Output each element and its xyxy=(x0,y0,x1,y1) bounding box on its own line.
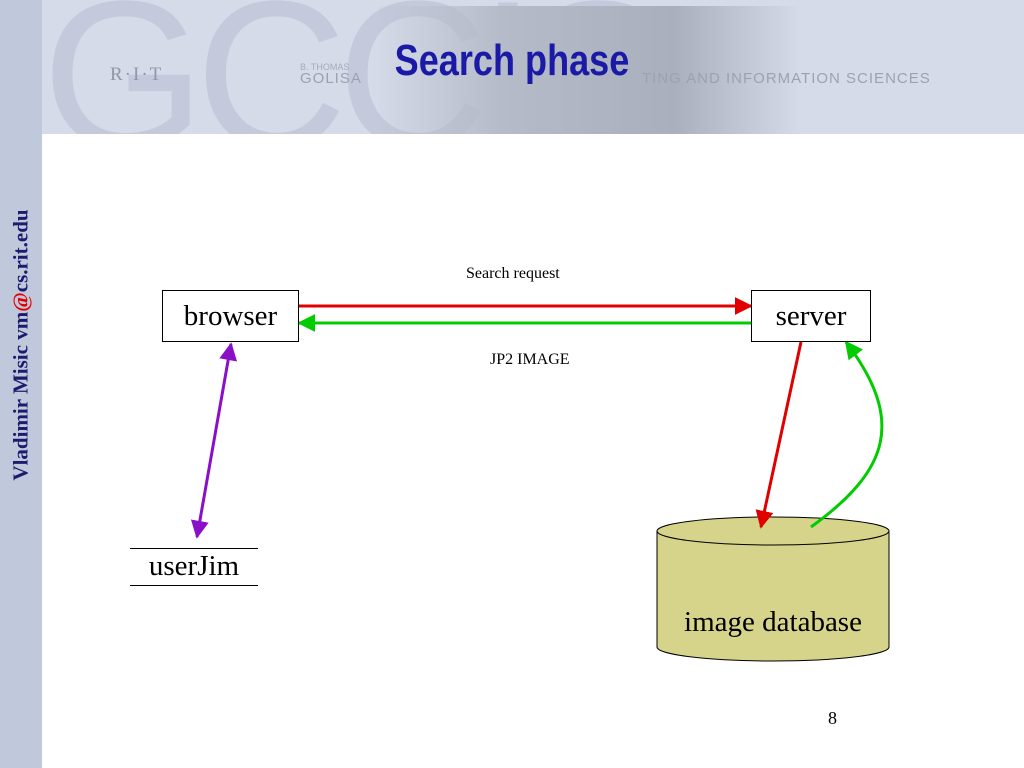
slide-title: Search phase xyxy=(394,36,630,85)
image-database-cylinder xyxy=(656,516,890,662)
user-actor: userJim xyxy=(130,548,258,586)
image-database-label: image database xyxy=(684,606,862,638)
banner-rit-logo: R·I·T xyxy=(110,64,164,85)
header-banner: GCCIS R·I·T B. THOMAS GOLISA TING AND IN… xyxy=(42,0,1024,134)
sidebar: Vladimir Misic vm@cs.rit.edu xyxy=(0,0,42,768)
page-number: 8 xyxy=(828,708,837,728)
banner-computing-text: TING AND INFORMATION SCIENCES xyxy=(642,70,931,87)
server-to-database-arrow xyxy=(755,341,803,529)
jp2-image-label: JP2 IMAGE xyxy=(490,351,570,368)
database-to-server-arrow xyxy=(810,340,884,529)
banner-golisano-text: GOLISA xyxy=(300,70,362,87)
browser-node: browser xyxy=(162,290,299,342)
user-browser-link xyxy=(190,342,238,539)
search-request-label: Search request xyxy=(466,265,560,282)
banner-thomas-text: B. THOMAS xyxy=(300,62,350,72)
banner-photo xyxy=(372,6,802,134)
server-node: server xyxy=(751,290,871,342)
